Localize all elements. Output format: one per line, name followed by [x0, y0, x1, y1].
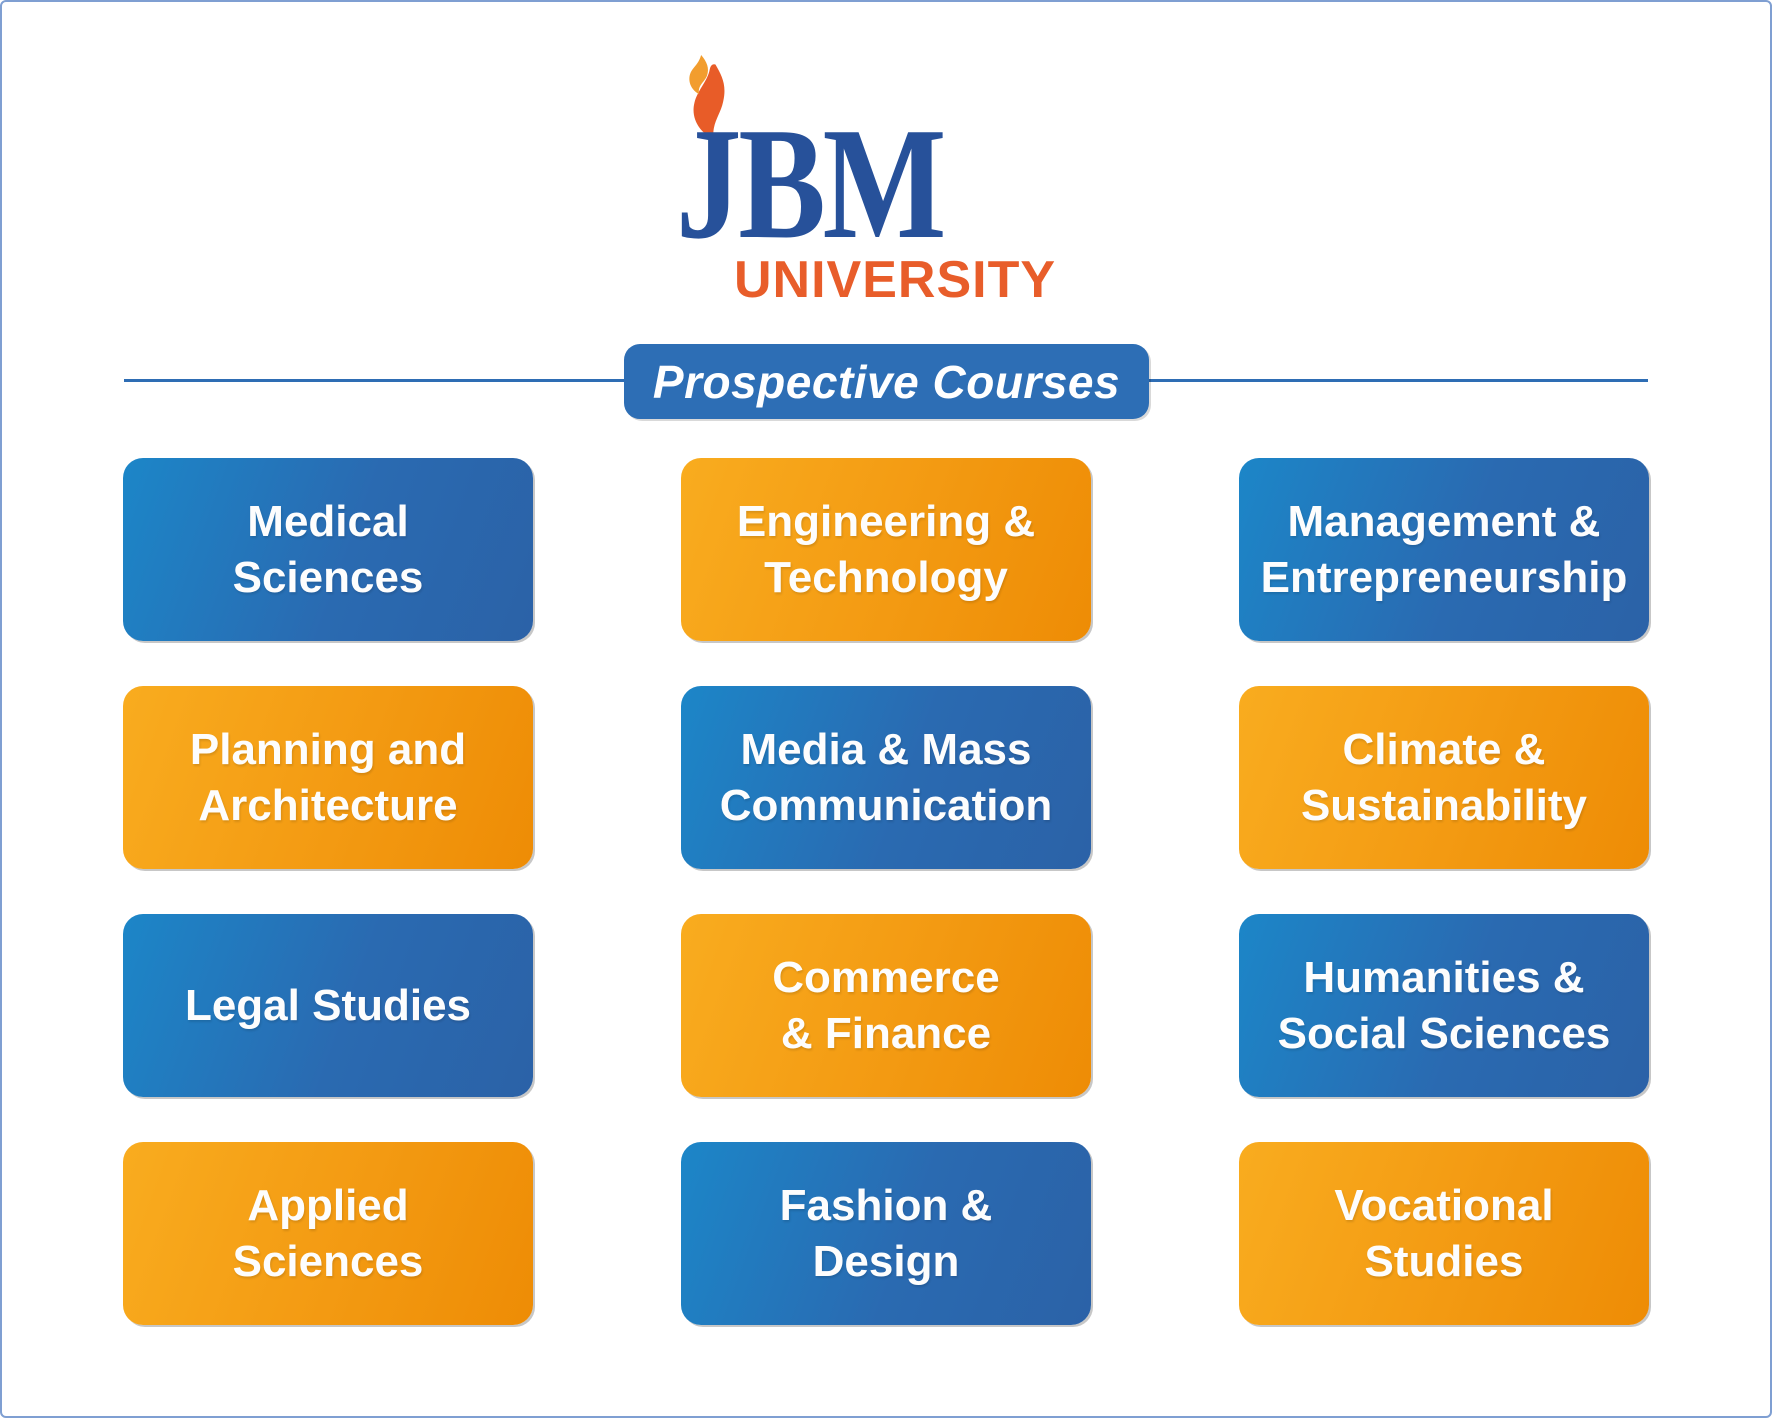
- courses-grid: Medical Sciences Engineering & Technolog…: [123, 458, 1649, 1325]
- course-card-engineering-technology: Engineering & Technology: [681, 458, 1091, 641]
- course-card-management-entrepreneurship: Management & Entrepreneurship: [1239, 458, 1649, 641]
- course-card-label: Applied Sciences: [232, 1180, 424, 1286]
- course-card-climate-sustainability: Climate & Sustainability: [1239, 686, 1649, 869]
- torch-flame-icon: [689, 55, 725, 140]
- section-title-banner: Prospective Courses: [624, 344, 1149, 419]
- university-logo: JBM UNIVERSITY: [676, 40, 1086, 320]
- course-card-label: Fashion & Design: [779, 1180, 993, 1286]
- logo-subtitle: UNIVERSITY: [733, 251, 1057, 309]
- course-card-label: Planning and Architecture: [189, 724, 467, 830]
- course-card-label: Management & Entrepreneurship: [1260, 496, 1628, 602]
- course-card-legal-studies: Legal Studies: [123, 914, 533, 1097]
- course-card-applied-sciences: Applied Sciences: [123, 1142, 533, 1325]
- course-card-media-mass-communication: Media & Mass Communication: [681, 686, 1091, 869]
- course-card-fashion-design: Fashion & Design: [681, 1142, 1091, 1325]
- course-card-label: Medical Sciences: [232, 496, 424, 602]
- section-title: Prospective Courses: [652, 355, 1121, 408]
- logo-acronym: JBM: [676, 94, 946, 272]
- course-card-commerce-finance: Commerce & Finance: [681, 914, 1091, 1097]
- course-card-label: Legal Studies: [184, 980, 472, 1030]
- course-card-planning-architecture: Planning and Architecture: [123, 686, 533, 869]
- course-card-label: Engineering & Technology: [736, 496, 1036, 602]
- course-card-label: Climate & Sustainability: [1300, 724, 1588, 830]
- course-card-label: Humanities & Social Sciences: [1277, 952, 1611, 1058]
- course-card-medical-sciences: Medical Sciences: [123, 458, 533, 641]
- course-card-vocational-studies: Vocational Studies: [1239, 1142, 1649, 1325]
- course-card-label: Vocational Studies: [1334, 1180, 1554, 1286]
- course-card-label: Media & Mass Communication: [719, 724, 1053, 830]
- course-card-label: Commerce & Finance: [772, 952, 1000, 1058]
- course-card-humanities-social-sciences: Humanities & Social Sciences: [1239, 914, 1649, 1097]
